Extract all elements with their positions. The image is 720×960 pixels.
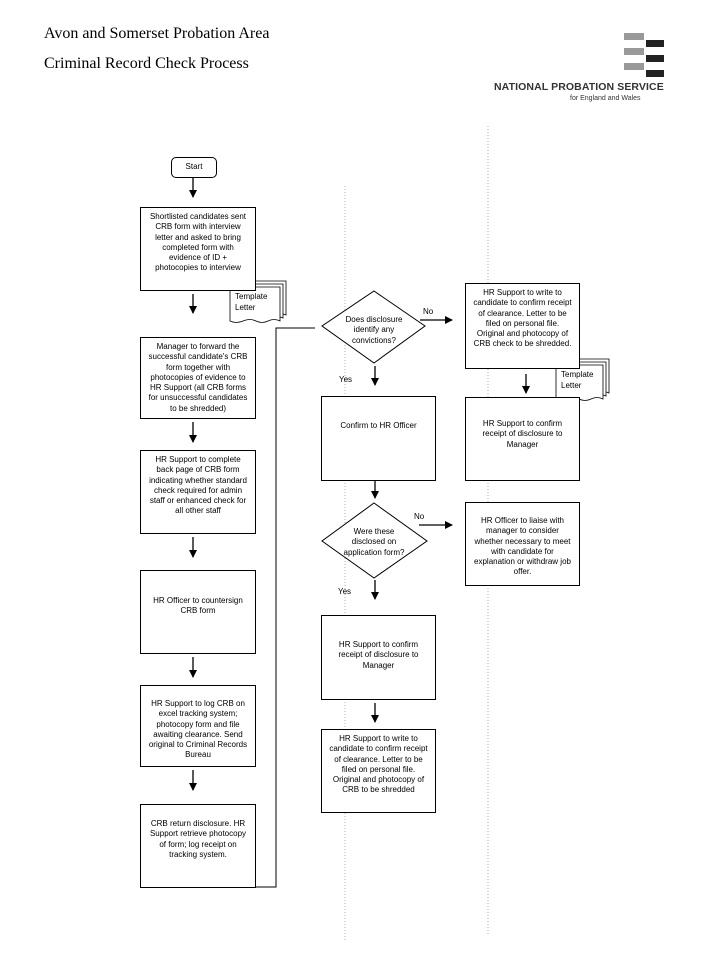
logo-name: NATIONAL PROBATION SERVICE: [494, 81, 664, 93]
decision2-yes-label: Yes: [338, 587, 352, 596]
decision2-no-label: No: [414, 512, 425, 521]
step-manager-forward: Manager to forward the successful candid…: [140, 337, 256, 419]
step-complete-back-page: HR Support to complete back page of CRB …: [140, 450, 256, 534]
write-to-candidate: HR Support to write to candidate to conf…: [321, 729, 436, 813]
decision2-text: Were these disclosed on application form…: [343, 527, 405, 557]
template-letter-1-label: Template Letter: [235, 292, 268, 312]
decision1-no-label: No: [423, 307, 434, 316]
write-clearance-letter: HR Support to write to candidate to conf…: [465, 283, 580, 369]
decision1-diamond: [321, 290, 426, 364]
document-title: Avon and Somerset Probation Area: [44, 25, 270, 42]
step-log-crb: HR Support to log CRB on excel tracking …: [140, 685, 256, 767]
confirm-disclosure-manager: HR Support to confirm receipt of disclos…: [321, 615, 436, 700]
step-send-crb-form: Shortlisted candidates sent CRB form wit…: [140, 207, 256, 291]
decision1-text: Does disclosure identify any convictions…: [345, 315, 403, 345]
template-letter-2-icon: [555, 358, 610, 401]
decision1-yes-label: Yes: [339, 375, 353, 384]
template-letter-2-label: Template Letter: [561, 370, 594, 390]
decision2-diamond: [321, 502, 428, 579]
logo-subtitle: for England and Wales: [570, 95, 641, 102]
template-letter-1-icon: [229, 280, 287, 323]
step-crb-return: CRB return disclosure. HR Support retrie…: [140, 804, 256, 888]
confirm-hr-officer: Confirm to HR Officer: [321, 396, 436, 481]
liaise-with-manager: HR Officer to liaise with manager to con…: [465, 502, 580, 586]
step-countersign: HR Officer to countersign CRB form: [140, 570, 256, 654]
probation-logo-icon: [624, 33, 664, 77]
start-node: Start: [171, 157, 217, 178]
confirm-disclosure-manager-right: HR Support to confirm receipt of disclos…: [465, 397, 580, 481]
connector-step6-to-decision1: [254, 327, 315, 888]
document-subtitle: Criminal Record Check Process: [44, 55, 249, 72]
